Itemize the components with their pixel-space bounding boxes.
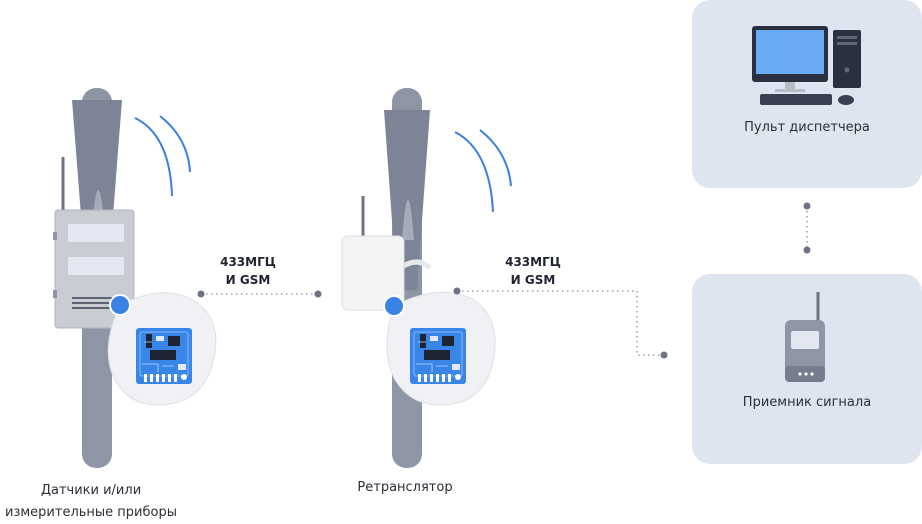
link-line-2 <box>457 290 664 356</box>
link-2-frequency-label: 433МГЦ И GSM <box>505 255 561 287</box>
receiver-device-icon <box>785 292 825 382</box>
link-1-frequency-label: 433МГЦ И GSM <box>220 255 276 287</box>
repeater-connector-dot <box>383 295 405 317</box>
receiver-label: Приемник сигнала <box>742 395 872 410</box>
wireless-signal-icon <box>134 117 173 197</box>
sensor-circuit-board-icon <box>135 327 193 385</box>
repeater-label: Ретранслятор <box>357 480 453 495</box>
sensors-label: Датчики и/или измерительные приборы <box>5 483 177 520</box>
sensor-station <box>53 88 217 468</box>
repeater-station <box>341 88 512 468</box>
sensor-connector-dot <box>109 294 131 316</box>
repeater-circuit-board-icon <box>409 327 467 385</box>
computer-icon <box>752 26 861 105</box>
dispatcher-label: Пульт диспетчера <box>744 120 870 135</box>
repeater-box <box>341 235 405 311</box>
wireless-signal-icon <box>454 131 494 213</box>
